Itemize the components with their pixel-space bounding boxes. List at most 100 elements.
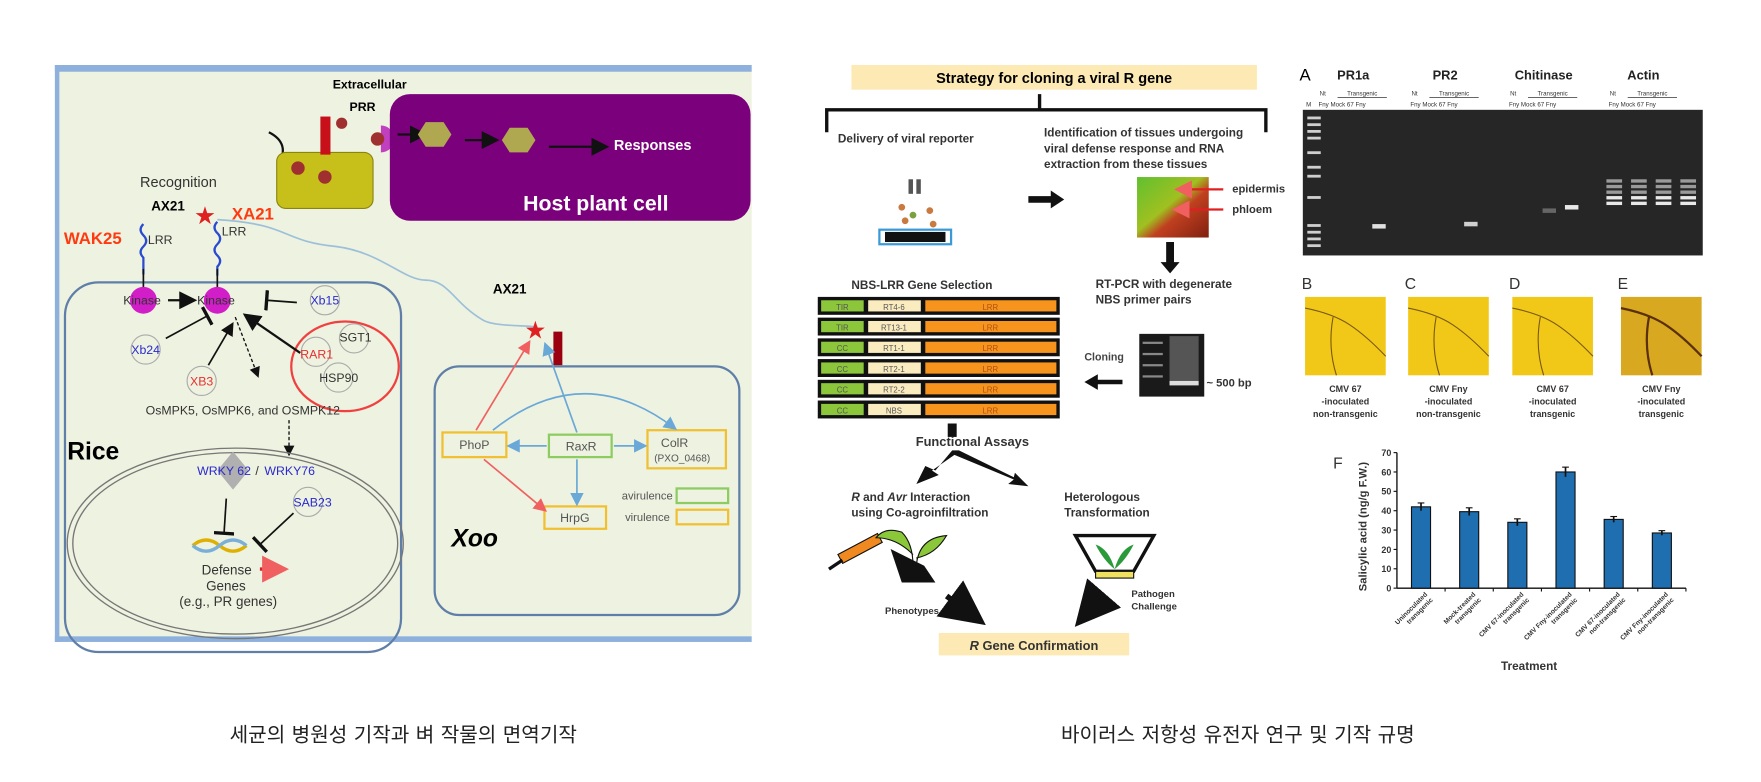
nucleus-outer	[66, 447, 404, 640]
hexagon-icon	[417, 122, 452, 147]
actin-band	[1655, 184, 1672, 189]
domain-label: CC	[837, 386, 849, 395]
marker-band	[1307, 230, 1321, 234]
actin-band	[1631, 196, 1647, 200]
leaf-caption: -inoculated	[1637, 396, 1685, 406]
bar	[1507, 521, 1528, 589]
marker-band	[1307, 123, 1321, 127]
y-tick-label: 40	[1381, 506, 1391, 516]
leaf-panel-letter: D	[1509, 276, 1520, 293]
marker-band	[1307, 224, 1321, 227]
pr-genes-label: (e.g., PR genes)	[179, 594, 277, 609]
prr-label: PRR	[350, 100, 376, 114]
nt-label: Nt	[1510, 90, 1516, 97]
panel-frame-left	[54, 65, 60, 642]
actin-band	[1655, 201, 1672, 206]
star-icon: ★	[194, 203, 216, 230]
cloning-label: Cloning	[1084, 352, 1124, 364]
kinase-label: Kinase	[197, 294, 235, 308]
left-arrow-icon	[1084, 374, 1123, 390]
y-axis-label: Salicylic acid (ng/g F.W.)	[1358, 462, 1370, 592]
rtpcr-line-2: NBS primer pairs	[1096, 294, 1192, 307]
lrr-label: LRR	[982, 303, 998, 312]
actin-band	[1680, 184, 1697, 189]
leaf-caption: CMV 67	[1536, 384, 1568, 394]
right-caption: 바이러스 저항성 유전자 연구 및 기작 규명	[1061, 723, 1415, 747]
extracellular-label: Extracellular	[333, 78, 407, 92]
epidermis-label: epidermis	[1232, 184, 1285, 196]
x-tick-label: Uninoculatedtransgenic	[1394, 591, 1435, 632]
pamp-icon	[370, 132, 385, 146]
lrr-label: LRR	[982, 386, 998, 395]
pathogen-line-1: Pathogen	[1131, 589, 1175, 600]
xoo-label: Xoo	[449, 526, 498, 553]
leaf-caption: CMV 67	[1329, 384, 1361, 394]
domain-label: CC	[837, 365, 849, 374]
actin-band	[1655, 196, 1672, 200]
marker-band	[1307, 116, 1321, 120]
colr-label: ColR	[661, 436, 688, 450]
lane-labels: Fny Mock 67 Fny	[1410, 101, 1458, 108]
defense-label: Defense	[202, 563, 252, 578]
confirmation-label: R Gene Confirmation	[970, 638, 1099, 653]
gel-band	[1542, 208, 1556, 213]
x-tick-label: Mock-treatedtransgenic	[1443, 591, 1483, 631]
wrky62-label: WRKY 62	[197, 464, 251, 478]
identification-line-1: Identification of tissues undergoing	[1044, 127, 1243, 140]
leaf-image	[1305, 296, 1386, 376]
leaf-caption: transgenic	[1530, 409, 1575, 419]
ax21-label: AX21	[151, 199, 185, 214]
lrr-label: LRR	[982, 344, 998, 353]
marker-band	[1307, 244, 1321, 248]
transgenic-label: Transgenic	[1637, 90, 1667, 97]
phloem-label: phloem	[1232, 204, 1272, 216]
lrr-label: LRR	[982, 324, 998, 333]
r-avr-label: R and Avr Interaction	[851, 491, 970, 504]
lrr-label: LRR	[982, 406, 998, 415]
marker-band	[1307, 237, 1321, 241]
phenotypes-label: Phenotypes	[885, 606, 939, 617]
marker-band	[1307, 136, 1321, 140]
actin-band	[1606, 184, 1623, 189]
lane-labels: Fny Mock 67 Fny	[1509, 101, 1557, 108]
host-plant-cell-label: Host plant cell	[523, 192, 668, 216]
delivery-label: Delivery of viral reporter	[838, 132, 974, 145]
domain-label: CC	[837, 406, 849, 415]
identification-line-2: viral defense response and RNA	[1044, 142, 1225, 155]
hsp90-label: HSP90	[319, 371, 358, 385]
syringe-plant-icon	[828, 529, 948, 583]
marker-band	[1307, 174, 1321, 178]
actin-band	[1606, 201, 1623, 206]
actin-band	[1631, 179, 1647, 183]
y-tick-label: 20	[1381, 545, 1391, 555]
sgt1-label: SGT1	[339, 331, 371, 345]
actin-band	[1606, 179, 1623, 183]
leaf-image	[1620, 296, 1702, 376]
bacterium-icon	[268, 116, 374, 209]
gene-id: RT4-6	[883, 303, 905, 312]
kinase-node	[129, 286, 157, 314]
leaf-caption: non-transgenic	[1416, 409, 1481, 419]
ax21-secretion-path	[217, 218, 538, 328]
hrpg-label: HrpG	[560, 511, 589, 525]
x-axis-label: Treatment	[1501, 660, 1557, 673]
transgenic-label: Transgenic	[1538, 90, 1568, 97]
salicylic-acid-chart: F Salicylic acid (ng/g F.W.) Treatment 0…	[1333, 448, 1687, 673]
ax21-label-2: AX21	[493, 282, 527, 297]
y-tick-label: 10	[1381, 564, 1391, 574]
branch-arrow-icon	[916, 450, 1029, 487]
rar1-complex	[290, 320, 400, 413]
gel-gene-label: PR2	[1433, 68, 1458, 83]
domain-label: CC	[837, 344, 849, 353]
lrr-label: LRR	[222, 224, 247, 238]
actin-band	[1680, 196, 1697, 200]
raxr-label: RaxR	[566, 439, 597, 453]
avirulence-label: avirulence	[622, 491, 673, 503]
wrky-diamond-icon	[217, 451, 249, 490]
wrky76-label: WRKY76	[264, 464, 315, 478]
bar	[1410, 506, 1432, 589]
leaf-caption: -inoculated	[1425, 396, 1473, 406]
